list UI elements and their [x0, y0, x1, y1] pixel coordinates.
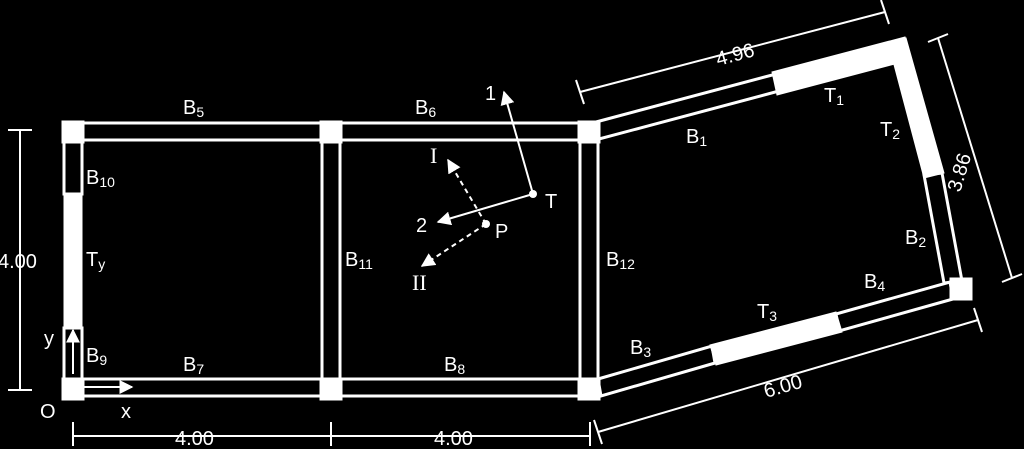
point-t-dot — [529, 190, 537, 198]
label-b2: B2 — [905, 227, 926, 250]
wall-t2 — [887, 37, 945, 179]
node-bottom-mid — [319, 377, 343, 401]
walls — [61, 36, 973, 401]
label-b6: B6 — [415, 97, 436, 120]
origin-label: O — [40, 401, 56, 423]
beam-b6 — [338, 121, 582, 142]
beam-b3 — [596, 344, 717, 398]
label-b3: B3 — [630, 337, 651, 360]
label-t2: T2 — [880, 119, 900, 142]
x-axis-label: x — [121, 401, 131, 423]
dim-bottom-left: 4.00 — [175, 428, 214, 449]
point-p-dot — [482, 220, 490, 228]
principal-axes — [420, 90, 537, 267]
beam-b11 — [320, 138, 342, 381]
coordinate-axes — [66, 328, 134, 394]
wall-t3 — [709, 311, 843, 366]
node-top-right — [577, 120, 601, 144]
beam-b10 — [62, 140, 84, 196]
axis-1-arrow — [500, 90, 534, 195]
label-b11: B11 — [345, 249, 373, 272]
dim-left-height: 4.00 — [0, 251, 37, 273]
label-b4: B4 — [864, 271, 885, 294]
corner-bottom-left — [61, 377, 85, 401]
label-axis-2: 2 — [416, 215, 427, 237]
label-axis-I: I — [430, 143, 437, 168]
label-b10: B10 — [86, 167, 115, 190]
beam-b8 — [338, 377, 582, 398]
dimension-lines — [8, 0, 1023, 446]
label-t1: T1 — [824, 85, 844, 108]
label-b7: B7 — [183, 354, 204, 377]
label-t3: T3 — [757, 301, 777, 324]
axis-2-arrow — [436, 193, 534, 226]
beam-b12 — [578, 138, 600, 381]
labels: O x y 4.00 4.00 4.00 4.96 3.86 6.00 B5 B… — [0, 40, 976, 449]
label-b5: B5 — [183, 97, 204, 120]
dim-bottom-mid: 4.00 — [434, 428, 473, 449]
dim-top-right: 4.96 — [714, 40, 757, 71]
label-ty: Ty — [86, 249, 105, 272]
dim-right-side: 3.86 — [944, 151, 976, 195]
label-b1: B1 — [686, 126, 707, 149]
beam-b5 — [80, 121, 324, 142]
label-point-t: T — [545, 191, 557, 213]
label-b9: B9 — [86, 345, 107, 368]
dim-bottom-right: 6.00 — [761, 371, 804, 403]
node-top-mid — [319, 120, 343, 144]
node-corner-right — [949, 277, 973, 301]
label-b12: B12 — [606, 249, 635, 272]
wall-ty — [63, 193, 83, 329]
corner-top-left — [61, 120, 85, 144]
axis-I-arrow — [447, 158, 487, 225]
label-point-p: P — [495, 221, 508, 243]
label-axis-II: II — [412, 270, 427, 295]
axis-II-arrow — [420, 223, 487, 267]
node-bottom-right — [577, 377, 601, 401]
label-axis-1: 1 — [485, 83, 496, 105]
y-axis-label: y — [44, 328, 54, 350]
beam-b4 — [834, 280, 955, 333]
label-b8: B8 — [444, 354, 465, 377]
